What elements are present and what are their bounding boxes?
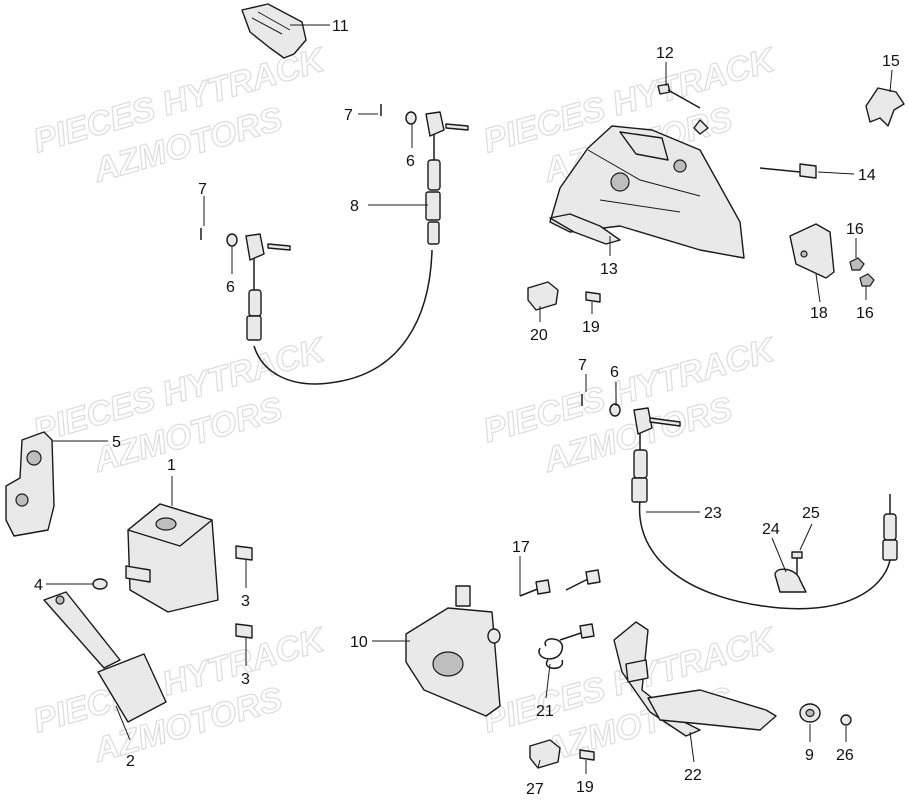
callout-6: 6 [610, 364, 619, 381]
clip-26 [840, 714, 852, 726]
brake-switch-20 [527, 281, 601, 311]
callout-16: 16 [856, 305, 874, 322]
bolt-14 [759, 163, 817, 179]
return-spring-21 [487, 628, 563, 669]
brake-cable [581, 394, 898, 610]
callout-6: 6 [406, 153, 415, 170]
callout-17: 17 [512, 539, 530, 556]
callout-1: 1 [167, 457, 176, 474]
callout-19: 19 [576, 779, 594, 796]
cover-plate [241, 3, 307, 59]
callout-19: 19 [582, 319, 600, 336]
callout-20: 20 [530, 327, 548, 344]
callout-2: 2 [126, 753, 135, 770]
callout-26: 26 [836, 747, 854, 764]
grommet-15 [865, 87, 905, 127]
callout-11: 11 [332, 18, 349, 35]
brake-pedal-2 [43, 591, 167, 723]
pedal-plate-10 [405, 585, 501, 717]
callout-22: 22 [684, 767, 702, 784]
callout-9: 9 [805, 747, 814, 764]
throttle-cable [245, 111, 445, 385]
bolt-12 [657, 83, 701, 109]
leader-lines [46, 24, 893, 774]
callout-5: 5 [112, 434, 121, 451]
callout-7: 7 [578, 357, 587, 374]
cable-clamp-24 [774, 551, 807, 593]
foot-brake-pedal-22 [613, 621, 777, 737]
callout-7: 7 [344, 107, 353, 124]
callout-13: 13 [600, 261, 618, 278]
callout-3: 3 [241, 593, 250, 610]
brake-switch-27 [529, 739, 595, 769]
callout-15: 15 [882, 53, 900, 70]
callout-16: 16 [846, 221, 864, 238]
callout-24: 24 [762, 521, 780, 538]
callout-10: 10 [350, 634, 368, 651]
callout-7: 7 [198, 181, 207, 198]
callout-8: 8 [350, 198, 359, 215]
callout-25: 25 [802, 505, 820, 522]
pedal-bracket-assembly [549, 119, 745, 259]
callout-3: 3 [241, 671, 250, 688]
bolts-3 [235, 545, 253, 639]
washer-9 [799, 703, 821, 723]
callout-labels: 1 2 3 3 4 5 6 6 6 7 7 7 8 9 10 11 12 13 … [34, 18, 900, 798]
nuts-16 [849, 257, 875, 287]
callout-21: 21 [536, 703, 554, 720]
callout-6: 6 [226, 279, 235, 296]
master-cylinder-1 [125, 503, 219, 613]
clevis-pins [200, 104, 469, 251]
callout-14: 14 [858, 167, 876, 184]
callout-4: 4 [34, 577, 43, 594]
callout-23: 23 [704, 505, 722, 522]
callout-27: 27 [526, 781, 544, 798]
washer-4 [92, 578, 108, 590]
pad-18 [789, 223, 835, 279]
callout-12: 12 [656, 45, 674, 62]
bolts-17 [519, 569, 601, 641]
mount-bracket-5 [5, 431, 55, 537]
callout-18: 18 [810, 305, 828, 322]
